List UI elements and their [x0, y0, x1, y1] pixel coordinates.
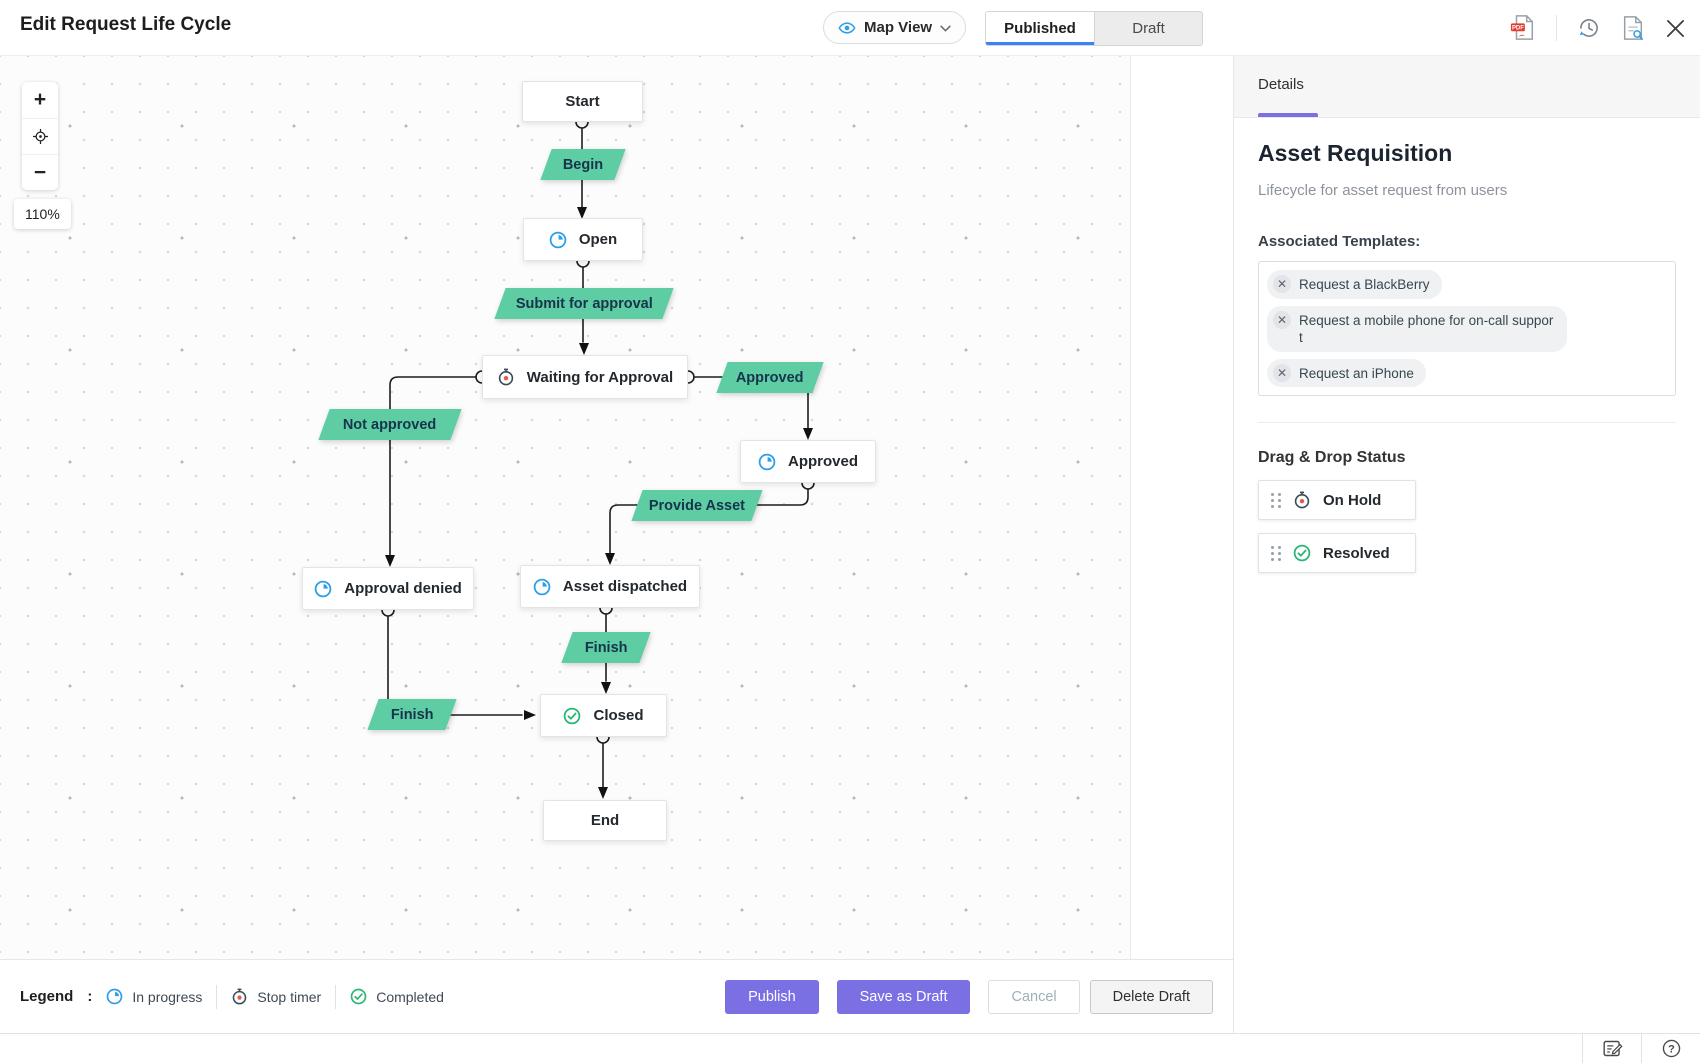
remove-template-icon[interactable]: ✕ — [1273, 275, 1291, 293]
svg-text:?: ? — [1668, 1043, 1675, 1055]
history-icon[interactable] — [1577, 16, 1601, 40]
details-panel-tabs: Details — [1234, 56, 1700, 118]
remove-template-icon[interactable]: ✕ — [1273, 363, 1291, 382]
app-footer: ? — [0, 1033, 1700, 1063]
template-chip[interactable]: ✕ Request a BlackBerry — [1267, 270, 1442, 299]
publish-state-tabs: Published Draft — [985, 11, 1203, 46]
node-open[interactable]: Open — [523, 218, 643, 261]
tab-draft[interactable]: Draft — [1094, 12, 1202, 45]
associated-templates-label: Associated Templates: — [1258, 233, 1421, 250]
drag-handle-icon[interactable] — [1271, 492, 1281, 508]
node-approved[interactable]: Approved — [740, 440, 876, 483]
panel-divider — [1258, 422, 1676, 424]
zoom-level-badge: 110% — [14, 199, 71, 229]
lifecycle-title: Asset Requisition — [1258, 140, 1453, 166]
transition-finish-from-asset[interactable]: Finish — [561, 632, 651, 663]
legend: Legend : In progress Stop timer — [20, 984, 444, 1009]
legend-item-stop-timer: Stop timer — [231, 988, 321, 1006]
draggable-status-on-hold[interactable]: On Hold — [1258, 480, 1416, 521]
help-icon[interactable]: ? — [1642, 1034, 1700, 1063]
cancel-button[interactable]: Cancel — [988, 979, 1080, 1014]
canvas-footer: Legend : In progress Stop timer — [0, 959, 1233, 1033]
associated-templates-box: ✕ Request a BlackBerry ✕ Request a mobil… — [1258, 261, 1676, 397]
stop-timer-icon — [1293, 491, 1311, 509]
zoom-out-button[interactable]: − — [22, 154, 58, 190]
diagram-surface[interactable]: + − 110% — [0, 56, 1131, 959]
legend-item-completed: Completed — [350, 988, 444, 1006]
view-selector[interactable]: Map View — [823, 11, 967, 44]
details-panel: Details Asset Requisition Lifecycle for … — [1233, 56, 1700, 1033]
in-progress-icon — [758, 453, 776, 471]
tab-details[interactable]: Details — [1258, 76, 1304, 93]
page-title: Edit Request Life Cycle — [20, 14, 232, 35]
node-start[interactable]: Start — [522, 81, 643, 122]
save-as-draft-button[interactable]: Save as Draft — [836, 979, 971, 1014]
completed-icon — [563, 707, 581, 725]
in-progress-icon — [314, 580, 332, 598]
feedback-icon[interactable] — [1583, 1034, 1641, 1063]
tab-published[interactable]: Published — [986, 12, 1094, 45]
zoom-controls: + − — [22, 82, 58, 190]
node-approval-denied[interactable]: Approval denied — [302, 567, 474, 610]
draggable-status-resolved[interactable]: Resolved — [1258, 533, 1416, 574]
header-icons: PDF — [1510, 0, 1686, 56]
pdf-export-icon[interactable]: PDF — [1510, 14, 1536, 42]
publish-button[interactable]: Publish — [725, 979, 819, 1014]
node-end[interactable]: End — [543, 800, 667, 841]
in-progress-icon — [533, 578, 551, 596]
drag-handle-icon[interactable] — [1271, 545, 1281, 561]
remove-template-icon[interactable]: ✕ — [1273, 310, 1291, 329]
node-asset-dispatched[interactable]: Asset dispatched — [520, 565, 700, 608]
crosshair-icon — [32, 128, 48, 145]
fit-center-button[interactable] — [22, 118, 58, 154]
delete-draft-button[interactable]: Delete Draft — [1089, 979, 1213, 1014]
transition-provide-asset[interactable]: Provide Asset — [631, 490, 763, 521]
completed-icon — [350, 988, 368, 1006]
transition-submit-for-approval[interactable]: Submit for approval — [494, 288, 674, 319]
in-progress-icon — [106, 988, 124, 1006]
tab-active-indicator — [1258, 113, 1318, 117]
template-chip[interactable]: ✕ Request an iPhone — [1267, 358, 1426, 388]
action-buttons: Publish Save as Draft Cancel Delete Draf… — [725, 979, 1213, 1014]
drag-drop-status-label: Drag & Drop Status — [1258, 449, 1406, 467]
template-chip[interactable]: ✕ Request a mobile phone for on-call sup… — [1267, 305, 1567, 352]
transition-not-approved[interactable]: Not approved — [318, 409, 462, 440]
legend-title: Legend — [20, 988, 74, 1005]
stop-timer-icon — [231, 988, 249, 1006]
transition-begin[interactable]: Begin — [540, 149, 626, 180]
chevron-down-icon — [940, 19, 951, 37]
svg-text:PDF: PDF — [1512, 25, 1524, 31]
in-progress-icon — [549, 231, 567, 249]
transition-finish-from-denied[interactable]: Finish — [367, 699, 457, 730]
view-selector-label: Map View — [864, 19, 933, 36]
node-closed[interactable]: Closed — [540, 694, 667, 737]
preview-document-icon[interactable] — [1621, 15, 1645, 41]
header: Edit Request Life Cycle Map View Publish… — [0, 0, 1700, 56]
stop-timer-icon — [497, 368, 515, 386]
completed-icon — [1293, 544, 1311, 562]
legend-item-in-progress: In progress — [106, 988, 202, 1006]
close-icon[interactable] — [1665, 18, 1686, 39]
eye-icon — [838, 19, 856, 37]
header-separator — [1556, 15, 1557, 41]
node-waiting-for-approval[interactable]: Waiting for Approval — [482, 355, 688, 399]
transition-approved[interactable]: Approved — [716, 362, 824, 393]
lifecycle-description: Lifecycle for asset request from users — [1258, 182, 1508, 199]
lifecycle-canvas: + − 110% — [0, 56, 1233, 1033]
zoom-in-button[interactable]: + — [33, 88, 47, 111]
